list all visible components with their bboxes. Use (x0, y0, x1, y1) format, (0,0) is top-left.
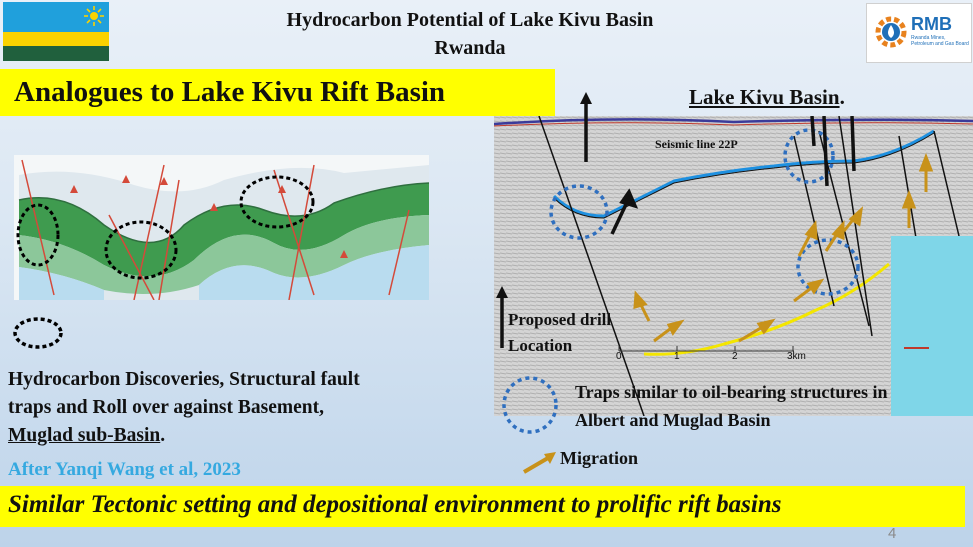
migration-label: Migration (560, 448, 638, 468)
discoveries-line-1: Hydrocarbon Discoveries, Structural faul… (8, 369, 360, 390)
page-number: 4 (888, 525, 897, 542)
drill-line-2: Location (508, 336, 573, 355)
section-banner-text: Analogues to Lake Kivu Rift Basin (14, 76, 446, 108)
rwanda-flag (3, 2, 109, 61)
drill-line-1: Proposed drill (508, 310, 612, 329)
gear-icon (875, 16, 907, 48)
citation: After Yanqi Wang et al, 2023 (8, 459, 241, 480)
logo-subtitle: Rwanda Mines, Petroleum and Gas Board (911, 35, 969, 47)
title-line-1: Hydrocarbon Potential of Lake Kivu Basin (286, 9, 654, 31)
conclusion-text: Similar Tectonic setting and depositiona… (8, 491, 782, 518)
traps-legend-text: Traps similar to oil-bearing structures … (575, 378, 970, 434)
title-line-2: Rwanda (434, 37, 506, 59)
seismic-title: Lake Kivu Basin. (689, 85, 845, 110)
discoveries-line-2: traps and Roll over against Basement, (8, 397, 324, 418)
muglad-underlined: Muglad sub-Basin (8, 425, 161, 446)
discoveries-text: Hydrocarbon Discoveries, Structural faul… (8, 366, 488, 450)
discovery-ellipse-icon (13, 317, 63, 349)
seismic-line-label: Seismic line 22P (655, 137, 738, 151)
traps-line-2: Albert and Muglad Basin (575, 410, 771, 430)
page-title: Hydrocarbon Potential of Lake Kivu Basin… (190, 6, 750, 62)
discoveries-suffix: . (160, 425, 166, 446)
section-banner: Analogues to Lake Kivu Rift Basin (0, 69, 555, 116)
scale-tick-2: 2 (732, 351, 738, 362)
drill-legend-arrow-icon (496, 286, 508, 348)
trap-legend-icon (502, 376, 558, 434)
seismic-title-suffix: . (839, 85, 845, 109)
rift-cross-section-diagram (14, 155, 429, 300)
scale-tick-0: 0 (616, 351, 622, 362)
sun-icon (84, 6, 104, 26)
scale-tick-1: 1 (674, 351, 680, 362)
migration-arrow-icon (522, 452, 556, 474)
drill-arrow-icon (580, 92, 592, 162)
seismic-section-image: 0 1 2 3km (494, 116, 973, 416)
conclusion-banner: Similar Tectonic setting and depositiona… (0, 486, 965, 527)
scale-tick-3: 3km (787, 351, 806, 362)
seismic-title-underlined: Lake Kivu Basin (689, 85, 840, 109)
logo-acronym: RMB (911, 14, 952, 34)
rmb-logo: RMB Rwanda Mines, Petroleum and Gas Boar… (866, 3, 972, 63)
discoveries-line-3: Muglad sub-Basin. (8, 422, 488, 450)
proposed-drill-label: Proposed drill Location (508, 307, 611, 359)
traps-line-1: Traps similar to oil-bearing structures … (575, 382, 888, 402)
